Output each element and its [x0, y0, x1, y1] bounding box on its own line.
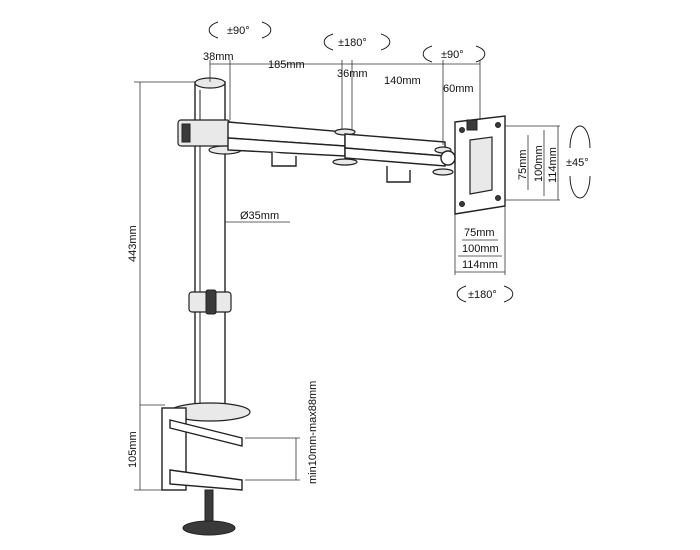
arm-2-side — [344, 147, 446, 167]
vesa-top-screw — [466, 119, 478, 131]
desk-thickness-label: min10mm-max88mm — [307, 381, 319, 484]
labels: ±90° ±180° ±90° ±45° ±180° 38mm 185mm 36… — [127, 25, 589, 484]
vesa-hole-br — [495, 195, 501, 201]
pole-collar-lever — [205, 289, 217, 315]
vesa-hole-bl — [459, 201, 465, 207]
rot-arc-side-t — [569, 125, 591, 149]
vesa-hole-tr — [495, 122, 501, 128]
rot-arc-side-b — [569, 175, 591, 199]
vesa-v-100-label: 100mm — [533, 145, 545, 182]
arm-segment-2 — [344, 133, 454, 183]
pole-collar — [188, 289, 232, 315]
vesa-h-114-label: 114mm — [462, 259, 498, 271]
rot-arc-top-left-l — [208, 21, 219, 39]
vesa-v-75-label: 75mm — [517, 149, 529, 180]
clamp-screw — [204, 489, 214, 523]
rot-arc-bottom-l — [456, 285, 467, 303]
clamp-top-jaw — [169, 419, 243, 447]
rot-side-label: ±45° — [566, 157, 589, 169]
arm-2-joint-bottom — [432, 168, 454, 176]
rot-arc-top-right-l — [422, 45, 433, 63]
rotation-indicators — [208, 21, 591, 303]
pole-diameter-label: Ø35mm — [240, 210, 279, 222]
arm-1-joint-bottom — [332, 158, 358, 166]
rot-top-left-label: ±90° — [227, 25, 250, 37]
vesa-hole-tl — [459, 127, 465, 133]
clamp-105-label: 105mm — [127, 431, 139, 468]
rot-arc-top-mid-l — [323, 33, 334, 51]
arm-2-cable-clip — [386, 166, 411, 183]
clamp-bottom-jaw — [169, 469, 243, 491]
rot-arc-top-right-r — [475, 45, 486, 63]
pole-joint-screw — [181, 123, 191, 143]
height-443-label: 443mm — [127, 225, 139, 262]
rot-arc-top-mid-r — [380, 33, 391, 51]
vesa-plate-center — [469, 136, 493, 195]
rot-arc-bottom-r — [503, 285, 514, 303]
vesa-h-75-label: 75mm — [464, 227, 495, 239]
arm-60-label: 60mm — [443, 83, 474, 95]
rot-top-right-label: ±90° — [441, 49, 464, 61]
arm-36-label: 36mm — [337, 68, 368, 80]
rot-arc-top-left-r — [261, 21, 272, 39]
arm-38-label: 38mm — [203, 51, 234, 63]
rot-bottom-label: ±180° — [468, 289, 497, 301]
vesa-h-100-label: 100mm — [462, 243, 499, 255]
arm-1-cable-clip — [271, 152, 297, 167]
arm-segment-1 — [227, 121, 358, 167]
clamp-knob — [182, 520, 236, 536]
vesa-plate — [440, 115, 506, 215]
vesa-v-114-label: 114mm — [547, 147, 559, 183]
arm-185-label: 185mm — [268, 59, 305, 71]
desk-clamp — [161, 402, 251, 536]
rot-top-mid-label: ±180° — [338, 37, 367, 49]
vesa-tilt-knob — [440, 150, 456, 166]
arm-140-label: 140mm — [384, 75, 421, 87]
dimension-lines — [134, 60, 560, 491]
